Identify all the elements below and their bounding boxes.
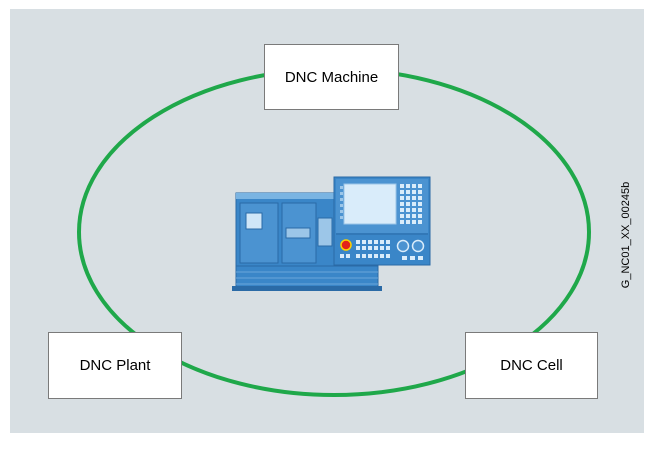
dnc-machine-label: DNC Machine [284, 68, 379, 86]
cnc-machine-tool-icon [232, 192, 382, 291]
dnc-cell-box: DNC Cell [465, 332, 598, 399]
dnc-plant-box: DNC Plant [48, 332, 182, 399]
dnc-machine-box: DNC Machine [264, 44, 399, 110]
emergency-stop-icon [340, 239, 352, 251]
dnc-cell-label: DNC Cell [500, 357, 563, 374]
operator-panel-icon [333, 176, 431, 266]
feed-override-knob-icon [396, 239, 410, 253]
spindle-override-knob-icon [411, 239, 425, 253]
dnc-plant-label: DNC Plant [79, 357, 151, 374]
document-id-label: G_NC01_XX_00245b [620, 181, 632, 289]
